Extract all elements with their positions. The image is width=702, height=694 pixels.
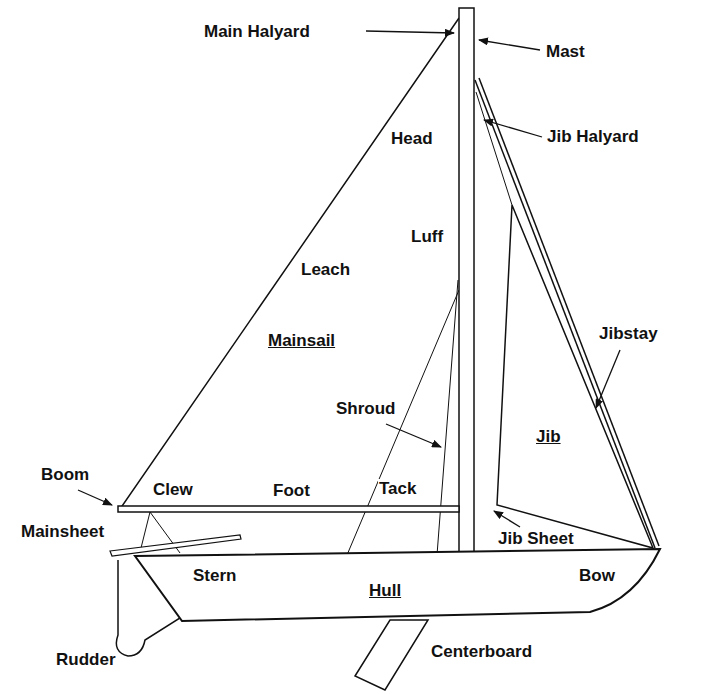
- leader-arrow: [386, 424, 441, 447]
- leader-arrow: [479, 40, 540, 50]
- sail-part-name: Jib: [535, 427, 562, 447]
- mast: [459, 8, 474, 557]
- part-label: Foot: [272, 481, 311, 501]
- boom: [118, 506, 459, 512]
- leader-arrow: [366, 31, 454, 33]
- part-label: Luff: [410, 227, 444, 247]
- part-label: Mainsheet: [20, 522, 105, 542]
- part-label: Rudder: [55, 650, 117, 670]
- part-label: Tack: [378, 479, 418, 499]
- part-label: Bow: [578, 566, 616, 586]
- leader-arrow: [78, 490, 112, 505]
- mainsail-outline: [120, 18, 459, 509]
- leader-arrow: [494, 511, 520, 527]
- shroud-line: [437, 280, 458, 555]
- part-label: Shroud: [335, 399, 397, 419]
- leader-arrow: [596, 350, 620, 408]
- hull-outline: [135, 549, 660, 621]
- tiller: [110, 535, 241, 556]
- part-label: Jibstay: [598, 324, 659, 344]
- part-label: Leach: [300, 260, 351, 280]
- part-label: Centerboard: [430, 642, 533, 662]
- part-label: Clew: [152, 480, 194, 500]
- sail-part-name: Hull: [368, 581, 402, 601]
- part-label: Boom: [40, 465, 90, 485]
- jibstay-line: [479, 78, 659, 546]
- part-label: Mast: [545, 42, 586, 62]
- part-label: Main Halyard: [203, 22, 311, 42]
- part-label: Jib Sheet: [497, 529, 575, 549]
- jib-outline: [497, 205, 653, 548]
- shroud-line: [347, 290, 459, 555]
- jibstay-line: [475, 80, 655, 548]
- part-label: Jib Halyard: [546, 127, 640, 147]
- leader-arrow: [484, 120, 542, 137]
- part-label: Stern: [192, 566, 237, 586]
- centerboard: [355, 620, 428, 690]
- part-label: Head: [390, 129, 434, 149]
- sail-part-name: Mainsail: [267, 331, 336, 351]
